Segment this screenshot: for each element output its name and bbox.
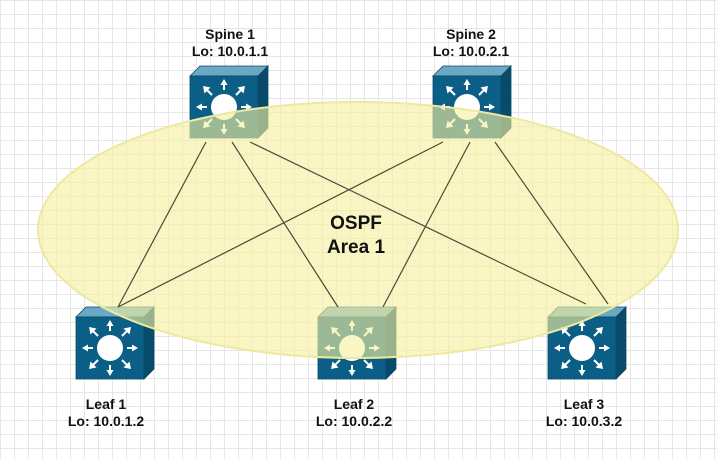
ospf-area-ellipse bbox=[37, 101, 679, 359]
link-spine1-leaf3 bbox=[249, 141, 587, 305]
leaf1-name: Leaf 1 bbox=[85, 396, 127, 412]
link-spine2-leaf2 bbox=[382, 141, 471, 308]
spine2-loopback: Lo: 10.0.2.1 bbox=[432, 43, 510, 59]
area-line1: OSPF bbox=[330, 213, 382, 234]
ospf-area-label: OSPF Area 1 bbox=[327, 212, 385, 260]
link-spine2-leaf3 bbox=[494, 141, 609, 305]
leaf2-loopback: Lo: 10.0.2.2 bbox=[315, 413, 393, 429]
spine2-label: Spine 2 Lo: 10.0.2.1 bbox=[433, 26, 509, 60]
leaf2-name: Leaf 2 bbox=[333, 396, 375, 412]
leaf1-loopback: Lo: 10.0.1.2 bbox=[67, 413, 145, 429]
leaf1-label: Leaf 1 Lo: 10.0.1.2 bbox=[68, 396, 144, 430]
spine2-name: Spine 2 bbox=[446, 26, 496, 42]
area-line2: Area 1 bbox=[326, 237, 386, 258]
link-spine1-leaf1 bbox=[117, 141, 207, 308]
leaf3-label: Leaf 3 Lo: 10.0.3.2 bbox=[546, 396, 622, 430]
link-spine2-leaf1 bbox=[117, 141, 444, 308]
spine1-name: Spine 1 bbox=[205, 26, 255, 42]
leaf3-loopback: Lo: 10.0.3.2 bbox=[545, 413, 623, 429]
link-lines bbox=[117, 141, 609, 308]
spine1-loopback: Lo: 10.0.1.1 bbox=[191, 43, 269, 59]
leaf3-name: Leaf 3 bbox=[563, 396, 605, 412]
leaf2-label: Leaf 2 Lo: 10.0.2.2 bbox=[316, 396, 392, 430]
link-spine1-leaf2 bbox=[231, 141, 339, 308]
spine1-label: Spine 1 Lo: 10.0.1.1 bbox=[192, 26, 268, 60]
